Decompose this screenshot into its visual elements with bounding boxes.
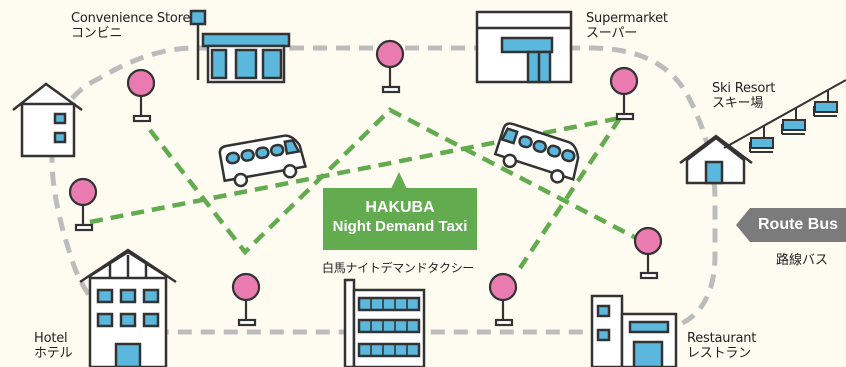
convenience-store-label-en: Convenience Store (71, 11, 191, 26)
taxi-label-jp: 白馬ナイトデマンドタクシー (322, 261, 475, 275)
ski-resort-lodge (679, 134, 753, 185)
taxi-stop-pins (68, 39, 663, 327)
convenience-store-label-jp: コンビニ (71, 26, 123, 41)
taxi-van-icon (218, 134, 308, 188)
route-bus-label-jp: 路線バス (776, 253, 829, 268)
supermarket-building (475, 10, 573, 84)
left-house (12, 82, 83, 158)
route-bus-tag-pointer (736, 208, 750, 242)
stop-pin-icon (126, 68, 156, 123)
hotel-label-jp: ホテル (34, 346, 73, 361)
hotel-label-en: Hotel (34, 331, 68, 346)
restaurant-label-jp: レストラン (687, 346, 752, 361)
restaurant-building (590, 294, 678, 367)
apartment-building (343, 278, 426, 367)
supermarket-label: Supermarket スーパー (586, 11, 668, 41)
convenience-store-building (189, 9, 291, 84)
taxi-badge-line1: HAKUBA (365, 199, 435, 216)
ski-resort-label: Ski Resort スキー場 (712, 81, 775, 111)
route-bus-loop (49, 45, 718, 335)
taxi-badge-pointer (391, 172, 407, 189)
hotel-building (79, 248, 177, 367)
stop-pin-icon (609, 66, 639, 121)
route-bus-tag: Route Bus (750, 208, 846, 242)
ski-resort-label-en: Ski Resort (712, 81, 776, 96)
restaurant-label: Restaurant レストラン (687, 331, 756, 361)
stop-pin-icon (633, 226, 663, 280)
supermarket-label-en: Supermarket (586, 11, 668, 26)
hotel-label: Hotel ホテル (34, 331, 73, 361)
stop-pin-icon (68, 177, 98, 232)
supermarket-label-jp: スーパー (586, 26, 638, 41)
restaurant-label-en: Restaurant (687, 331, 757, 346)
ski-lift (723, 79, 846, 153)
convenience-store-label: Convenience Store コンビニ (71, 11, 190, 41)
taxi-badge-line2: Night Demand Taxi (332, 218, 468, 235)
stop-pin-icon (231, 272, 261, 327)
ski-resort-label-jp: スキー場 (712, 96, 764, 111)
taxi-badge: HAKUBA Night Demand Taxi (323, 188, 477, 250)
taxi-van-icon (493, 122, 580, 184)
stop-pin-icon (488, 272, 518, 327)
stop-pin-icon (375, 39, 405, 94)
